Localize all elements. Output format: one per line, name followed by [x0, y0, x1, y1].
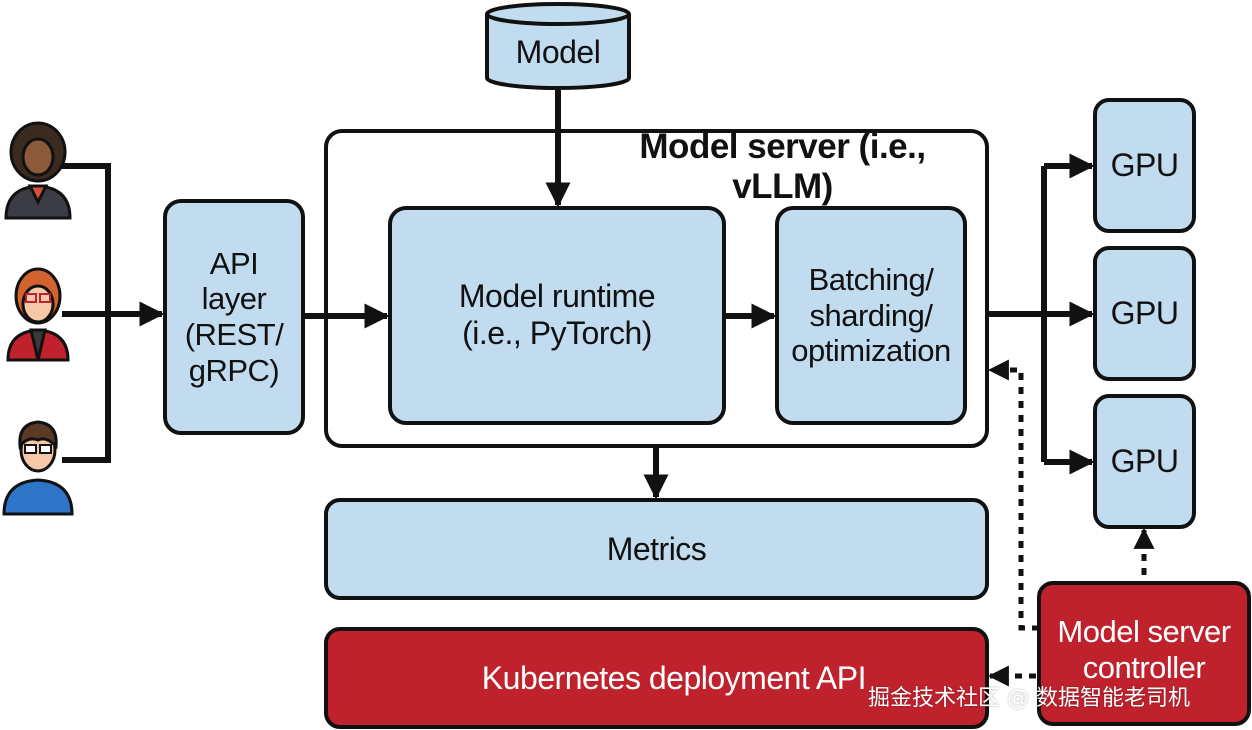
api-layer-line-2: layer [201, 281, 267, 317]
user-woman-dark-icon [4, 121, 72, 220]
batching-line-1: Batching/ [808, 262, 934, 298]
batching-box [775, 206, 967, 425]
model-server-title: Model server (i.e., vLLM) [639, 126, 926, 206]
api-layer-line-4: gRPC) [188, 352, 280, 388]
kubernetes-api-box [324, 627, 989, 729]
controller-label: Model server controller [1039, 610, 1249, 690]
model-database-icon [485, 2, 631, 90]
dotted-arrow-controller-to-server [987, 359, 1039, 631]
api-layer-label: API layer (REST/ gRPC) [165, 201, 303, 433]
model-runtime-line-1: Model runtime [458, 278, 656, 315]
gpu-label-3: GPU [1110, 443, 1179, 480]
gpu-label-2: GPU [1110, 295, 1179, 332]
controller-box [1037, 581, 1251, 726]
batching-label: Batching/ sharding/ optimization [777, 208, 965, 423]
controller-line-1: Model server [1057, 614, 1231, 650]
gpu-label-1: GPU [1110, 147, 1179, 184]
model-label: Model [515, 33, 601, 70]
api-layer-line-3: (REST/ [184, 317, 284, 352]
kubernetes-api-label: Kubernetes deployment API [481, 659, 867, 696]
batching-line-2: sharding/ [809, 297, 933, 333]
user-woman-glasses-icon [6, 267, 70, 362]
gpu-connectors [987, 166, 1047, 462]
metrics-label: Metrics [606, 530, 707, 567]
gpu-box-1 [1093, 98, 1196, 233]
controller-line-2: controller [1082, 650, 1206, 685]
batching-line-3: optimization [791, 333, 951, 369]
user-man-glasses-icon [2, 420, 74, 516]
gpu-box-3 [1093, 394, 1196, 529]
gpu-box-2 [1093, 246, 1196, 381]
api-layer-line-1: API [209, 245, 259, 281]
model-runtime-label: Model runtime (i.e., PyTorch) [390, 270, 724, 360]
metrics-box [324, 498, 989, 600]
watermark: 掘金技术社区 @ 数据智能老司机 [868, 686, 1190, 711]
model-runtime-line-2: (i.e., PyTorch) [462, 315, 652, 351]
